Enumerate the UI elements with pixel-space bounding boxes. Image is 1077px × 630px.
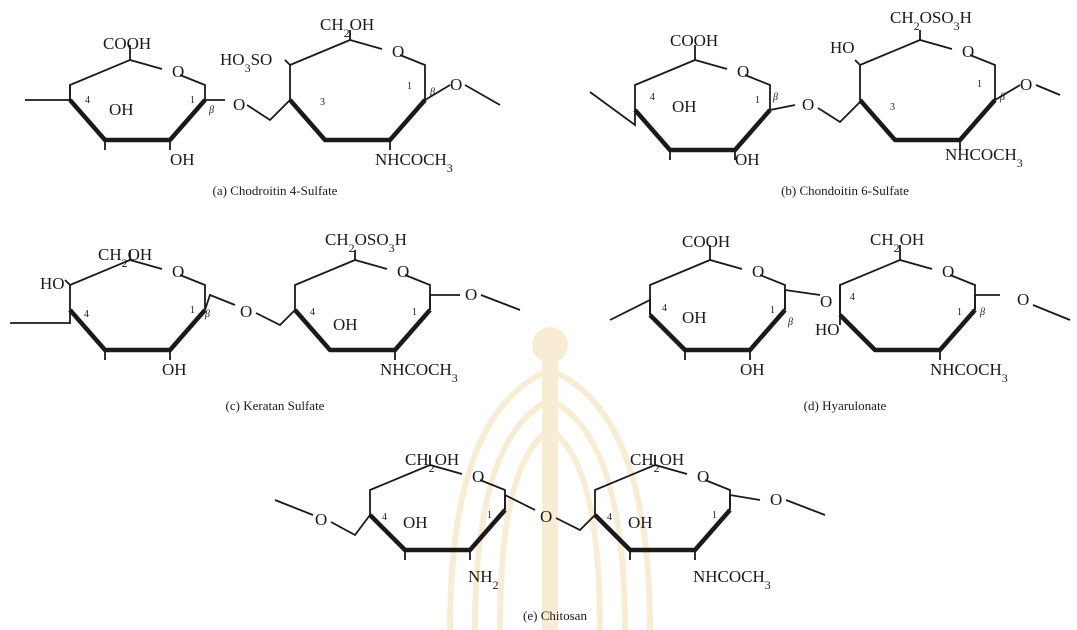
ring-1-top-label: CH2OH <box>405 450 459 475</box>
ring-1-bottom-label: NH2 <box>468 567 499 592</box>
ring-1-pos-left: 4 <box>650 92 655 103</box>
ring-2-beta: β <box>979 307 985 318</box>
ring-1-inner-label: OH <box>109 100 134 119</box>
ring-1-bottom-label: OH <box>735 150 760 169</box>
ring-1-beta: β <box>208 105 214 116</box>
ring-1-pos-right: 1 <box>190 305 195 316</box>
ring-1-pos-right: 1 <box>190 95 195 106</box>
ring-2-upper-left-label: HO3SO <box>220 50 272 75</box>
watermark-seal <box>447 327 653 630</box>
ring-1-top-label: CH2OH <box>98 245 152 270</box>
ring-2-pos-left: 4 <box>850 292 855 303</box>
ring-2-bottom-label: NHCOCH3 <box>375 150 453 175</box>
ring-2-inner-label: OH <box>628 513 653 532</box>
svg-text:O: O <box>962 42 974 61</box>
ring-1: O COOH OH OH 4 1 β <box>25 34 225 169</box>
ring-2-pos-left: 4 <box>607 512 612 523</box>
caption-chondroitin-6-sulfate: (b) Chondoitin 6-Sulfate <box>781 183 909 198</box>
ring-2-pos-right: 1 <box>407 81 412 92</box>
svg-text:O: O <box>472 467 484 486</box>
svg-text:O: O <box>392 42 404 61</box>
ring-2-pos-right: 1 <box>412 307 417 318</box>
ring-2-pos-right: 1 <box>977 79 982 90</box>
ring-1-bottom-label: OH <box>162 360 187 379</box>
ring-2-bottom-label: NHCOCH3 <box>930 360 1008 385</box>
ring-1-inner-label: OH <box>672 97 697 116</box>
ring-2-pos-left: 3 <box>320 97 325 108</box>
glycosidic-oxygen: O <box>802 95 814 114</box>
glycosidic-oxygen: O <box>820 292 832 311</box>
ring-1-inner-label: OH <box>682 308 707 327</box>
ring-1-pos-left: 4 <box>84 309 89 320</box>
tail-oxygen: O <box>1017 290 1029 309</box>
ring-1-bottom-label: OH <box>170 150 195 169</box>
ring-2-upper-left-label: HO <box>830 38 855 57</box>
svg-text:O: O <box>697 467 709 486</box>
ring-1-upper-left-label: HO <box>40 274 65 293</box>
ring-1-top-label: COOH <box>103 34 151 53</box>
ring-2-top-label: CH2OH <box>630 450 684 475</box>
head-oxygen: O <box>315 510 327 529</box>
ring-2-top-label: CH2OH <box>870 230 924 255</box>
caption-chondroitin-4-sulfate: (a) Chodroitin 4-Sulfate <box>212 183 338 198</box>
ring-2-bottom-label: NHCOCH3 <box>380 360 458 385</box>
svg-text:O: O <box>752 262 764 281</box>
ring-1-pos-left: 4 <box>85 95 90 106</box>
svg-text:O: O <box>172 262 184 281</box>
ring-2-pos-right: 1 <box>712 510 717 521</box>
ring-1-top-label: COOH <box>682 232 730 251</box>
ring-2-beta: β <box>999 92 1005 103</box>
glycosidic-oxygen: O <box>233 95 245 114</box>
ring-2-pos-left: 3 <box>890 102 895 113</box>
svg-text:O: O <box>172 62 184 81</box>
caption-keratan-sulfate: (c) Keratan Sulfate <box>225 398 325 413</box>
ring-1-beta: β <box>772 92 778 103</box>
ring-2-top-label: CH2OSO3H <box>890 8 972 33</box>
ring-2-top-label: CH2OH <box>320 15 374 40</box>
ring-1-top-label: COOH <box>670 31 718 50</box>
ring-2-bottom-label: NHCOCH3 <box>945 145 1023 170</box>
ring-2-pos-left: 4 <box>310 307 315 318</box>
ring-2-beta: β <box>429 87 435 98</box>
tail-oxygen: O <box>450 75 462 94</box>
ring-1-beta: β <box>204 309 210 320</box>
glycosidic-oxygen: O <box>240 302 252 321</box>
svg-text:O: O <box>942 262 954 281</box>
ring-2-bottom-label: NHCOCH3 <box>693 567 771 592</box>
svg-text:O: O <box>737 62 749 81</box>
caption-chitosan: (e) Chitosan <box>523 608 587 623</box>
ring-2-inner-label: HO <box>815 320 840 339</box>
ring-1-bottom-label: OH <box>740 360 765 379</box>
tail-oxygen: O <box>770 490 782 509</box>
ring-1-beta: β <box>787 317 793 328</box>
ring-1-pos-left: 4 <box>662 303 667 314</box>
ring-2-inner-label: OH <box>333 315 358 334</box>
ring-1-pos-right: 1 <box>755 95 760 106</box>
ring-2-pos-right: 1 <box>957 307 962 318</box>
tail-oxygen: O <box>465 285 477 304</box>
ring-1-pos-left: 4 <box>382 512 387 523</box>
svg-text:O: O <box>397 262 409 281</box>
tail-oxygen: O <box>1020 75 1032 94</box>
ring-2-top-label: CH2OSO3H <box>325 230 407 255</box>
caption-hyarulonate: (d) Hyarulonate <box>803 398 887 413</box>
ring-1-pos-right: 1 <box>770 305 775 316</box>
glycosidic-oxygen: O <box>540 507 552 526</box>
ring-1-pos-right: 1 <box>487 510 492 521</box>
ring-1-inner-label: OH <box>403 513 428 532</box>
ring-2: O CH2OH HO3SO NHCOCH3 3 1 β O <box>220 15 501 175</box>
